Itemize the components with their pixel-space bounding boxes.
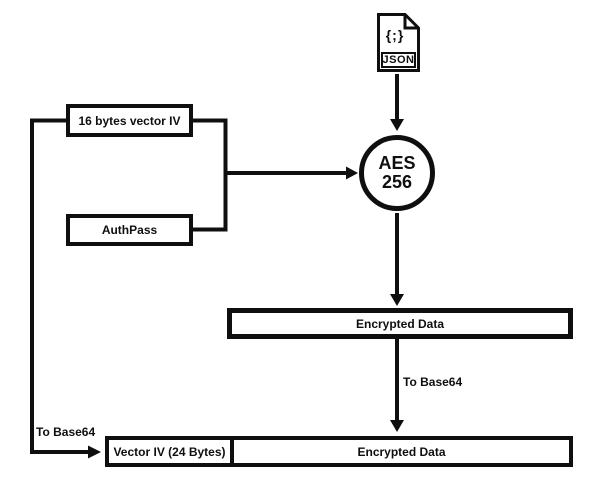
aes-node-line2: 256	[381, 172, 413, 192]
base64-output-box: Vector IV (24 Bytes) Encrypted Data	[105, 436, 573, 467]
encrypted-data-box: Encrypted Data	[227, 308, 573, 339]
aes-256-node: AES 256	[359, 135, 435, 211]
authpass-box: AuthPass	[66, 214, 193, 246]
iv-input-box: 16 bytes vector IV	[66, 104, 193, 137]
output-vector-iv-cell: Vector IV (24 Bytes)	[109, 440, 230, 463]
iv-to-base64-path	[30, 118, 101, 459]
output-encrypted-data-cell: Encrypted Data	[234, 440, 569, 463]
to-base64-label-encrypted: To Base64	[403, 375, 463, 389]
aes-to-encrypted-arrow	[390, 213, 404, 306]
json-file-icon: {;} JSON	[376, 13, 421, 72]
to-base64-label-iv: To Base64	[36, 425, 96, 439]
json-braces-glyph: {;}	[385, 27, 405, 43]
aes-node-line1: AES	[378, 153, 416, 173]
inputs-to-aes-arrow	[225, 166, 358, 180]
json-to-aes-arrow	[390, 74, 404, 131]
inputs-bracket	[193, 118, 228, 232]
encrypted-to-output-arrow	[390, 339, 404, 432]
json-file-label: JSON	[381, 52, 416, 68]
